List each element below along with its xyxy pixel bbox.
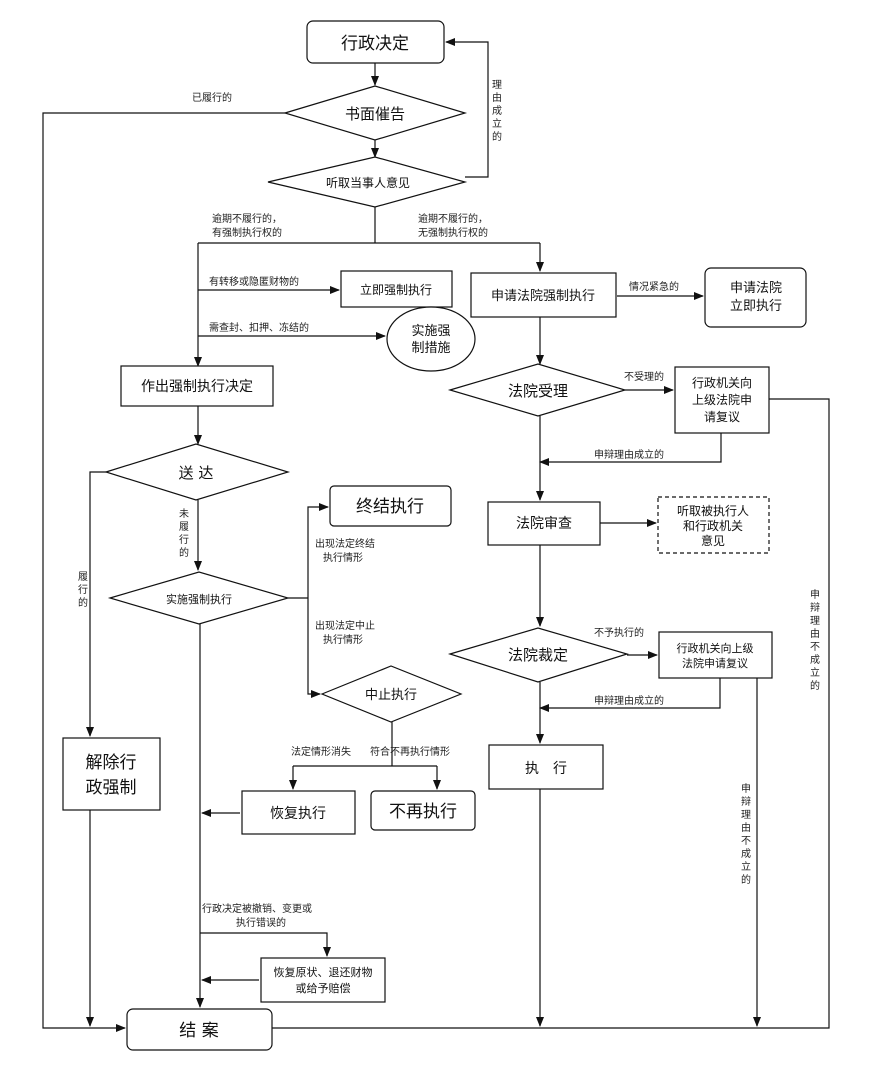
node-coercive-measures-line1: 实施强 — [411, 324, 450, 339]
node-make-decision-label: 作出强制执行决定 — [141, 379, 253, 395]
node-court-ruling-label: 法院裁定 — [508, 646, 568, 664]
label-overdue-with-2: 有强制执行权的 — [212, 226, 282, 239]
node-written-notice-label: 书面催告 — [345, 105, 405, 123]
node-review-1-line2: 上级法院申 — [692, 393, 752, 407]
node-apply-court-immediate-line1: 申请法院 — [730, 281, 782, 296]
label-no-execute: 不予执行的 — [594, 626, 644, 639]
node-apply-court-immediate — [704, 267, 807, 328]
node-terminate — [329, 485, 452, 527]
node-implement — [107, 571, 291, 625]
edge-fulfilled-to-lift — [86, 471, 106, 737]
node-hear-parties-line2: 和行政机关 — [683, 519, 743, 533]
label-suspend-case-1: 出现法定中止 — [315, 619, 375, 632]
nodes: 行政决定 书面催告 听取当事人意见 立即强制执行 实施强 制措施 申请法院强制执… — [62, 20, 807, 1051]
label-fulfilled-vertical: 履行的 — [78, 571, 88, 609]
label-urgent: 情况紧急的 — [629, 280, 679, 293]
label-situation-gone: 法定情形消失 — [291, 745, 351, 758]
node-restore — [260, 957, 386, 1003]
node-admin-decision — [306, 20, 445, 64]
node-resume-label: 恢复执行 — [270, 805, 326, 822]
label-defense-holds-2: 申辩理由成立的 — [594, 694, 664, 707]
node-review-2 — [658, 631, 773, 679]
edge-reason-holds-loop — [445, 38, 489, 178]
node-court-review — [487, 501, 601, 546]
node-admin-decision-label: 行政决定 — [341, 34, 409, 54]
label-terminate-case-1: 出现法定终结 — [315, 537, 375, 550]
node-apply-court — [470, 272, 617, 318]
node-lift — [62, 737, 161, 811]
edge-defense-holds-1 — [539, 433, 722, 466]
node-review-1-line3: 请复议 — [704, 410, 740, 424]
node-close-case-label: 结 案 — [179, 1021, 218, 1041]
node-hear-opinion — [267, 156, 468, 208]
edge-fulfilled-to-close — [42, 112, 285, 1032]
edge-to-terminate — [307, 503, 329, 598]
node-execute-label: 执 行 — [525, 761, 567, 777]
node-lift-line1: 解除行 — [86, 753, 137, 773]
node-coercive-measures-line2: 制措施 — [411, 341, 450, 356]
label-defense-fails-mid: 申辩理由不成立的 — [741, 782, 751, 886]
label-overdue-without-2: 无强制执行权的 — [418, 226, 488, 239]
label-revoked-2: 执行错误的 — [236, 916, 286, 929]
node-suspend — [320, 665, 463, 723]
node-hear-parties-line3: 意见 — [701, 533, 725, 548]
label-seal-seize: 需查封、扣押、冻结的 — [209, 321, 309, 334]
node-execute — [488, 744, 604, 790]
node-deliver — [103, 443, 291, 501]
node-resume — [241, 790, 356, 835]
edge-to-suspend — [307, 598, 321, 698]
label-defense-fails-right: 申辩理由不成立的 — [810, 588, 820, 692]
node-court-accept-label: 法院受理 — [508, 382, 568, 400]
node-hear-parties-line1: 听取被执行人 — [677, 504, 749, 518]
label-meets-no-exec: 符合不再执行情形 — [370, 745, 450, 758]
node-terminate-label: 终结执行 — [356, 497, 424, 517]
node-court-review-label: 法院审查 — [516, 516, 572, 532]
node-review-1 — [674, 366, 770, 434]
node-review-1-line1: 行政机关向 — [692, 375, 752, 390]
node-apply-court-immediate-line2: 立即执行 — [730, 299, 782, 314]
node-review-2-line1: 行政机关向上级 — [677, 641, 754, 655]
node-implement-label: 实施强制执行 — [166, 592, 232, 606]
node-no-more-label: 不再执行 — [389, 802, 457, 822]
node-immediate-enforce — [340, 270, 453, 308]
node-review-2-line2: 法院申请复议 — [682, 656, 748, 670]
label-defense-holds-1: 申辩理由成立的 — [594, 448, 664, 461]
node-lift-line2: 政强制 — [86, 778, 137, 798]
node-restore-line1: 恢复原状、退还财物 — [274, 965, 373, 979]
node-suspend-label: 中止执行 — [365, 688, 417, 703]
label-reason-holds: 理由成立的 — [492, 79, 502, 143]
node-make-decision — [120, 365, 274, 407]
label-overdue-with-1: 逾期不履行的， — [212, 212, 282, 225]
edge-revoked — [200, 932, 331, 957]
node-hear-opinion-label: 听取当事人意见 — [326, 175, 410, 190]
node-no-more — [370, 790, 476, 831]
edge-defense-holds-2 — [539, 678, 721, 712]
label-revoked-1: 行政决定被撤销、变更或 — [202, 902, 312, 915]
label-fulfilled: 已履行的 — [192, 91, 232, 104]
label-overdue-without-1: 逾期不履行的， — [418, 212, 488, 225]
node-hear-parties — [657, 496, 770, 554]
edge-labels: 已履行的 理由成立的 逾期不履行的， 有强制执行权的 逾期不履行的， 无强制执行… — [78, 79, 820, 929]
edge-defense-fails-right — [272, 398, 830, 1029]
node-close-case — [126, 1008, 273, 1051]
node-restore-line2: 或给予赔偿 — [296, 981, 351, 995]
node-court-accept — [447, 363, 628, 417]
label-transfer-hide: 有转移或隐匿财物的 — [209, 275, 299, 288]
label-not-accepted: 不受理的 — [624, 370, 664, 383]
node-coercive-measures — [386, 306, 476, 372]
label-suspend-case-2: 执行情形 — [323, 633, 363, 646]
node-court-ruling — [447, 627, 630, 683]
label-not-fulfilled: 未履行的 — [179, 508, 189, 559]
label-terminate-case-2: 执行情形 — [323, 551, 363, 564]
edges — [42, 38, 830, 1032]
node-immediate-enforce-label: 立即强制执行 — [360, 282, 432, 297]
node-deliver-label: 送 达 — [179, 464, 214, 482]
node-apply-court-label: 申请法院强制执行 — [491, 289, 595, 304]
node-written-notice — [282, 85, 468, 141]
